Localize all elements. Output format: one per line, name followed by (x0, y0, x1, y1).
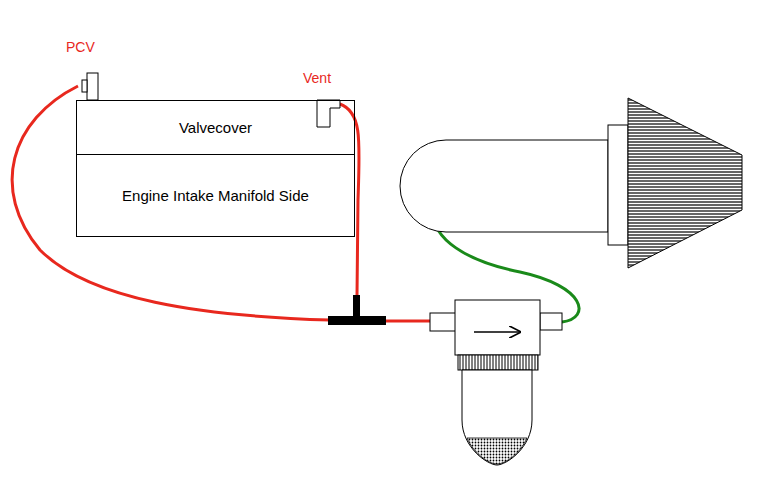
flow-arrow (474, 331, 520, 332)
tee-stem (353, 295, 360, 319)
can-outlet (540, 313, 562, 330)
box-label: Engine Intake Manifold Side (122, 187, 309, 204)
can-bowl (462, 370, 532, 465)
can-inlet (430, 313, 456, 331)
pcv-valve-collar (82, 80, 87, 92)
filter-coupler (608, 125, 628, 245)
cone-filter (628, 98, 742, 268)
pcv-valve (87, 73, 98, 100)
port-label: Vent (303, 70, 331, 86)
pcv-hose (12, 86, 330, 320)
port-label: PCV (66, 39, 95, 55)
box-label: Valvecover (179, 119, 252, 136)
vent-hose (340, 104, 359, 296)
engine-box: Engine Intake Manifold Side (76, 154, 355, 237)
collected-oil (467, 438, 527, 464)
can-bowl-ring (458, 355, 538, 370)
valvecover-box: Valvecover (76, 100, 355, 155)
can-body (455, 300, 540, 355)
can-inlet-hose (386, 320, 431, 323)
vent-fitting (317, 100, 340, 127)
intake-tube (400, 140, 608, 232)
